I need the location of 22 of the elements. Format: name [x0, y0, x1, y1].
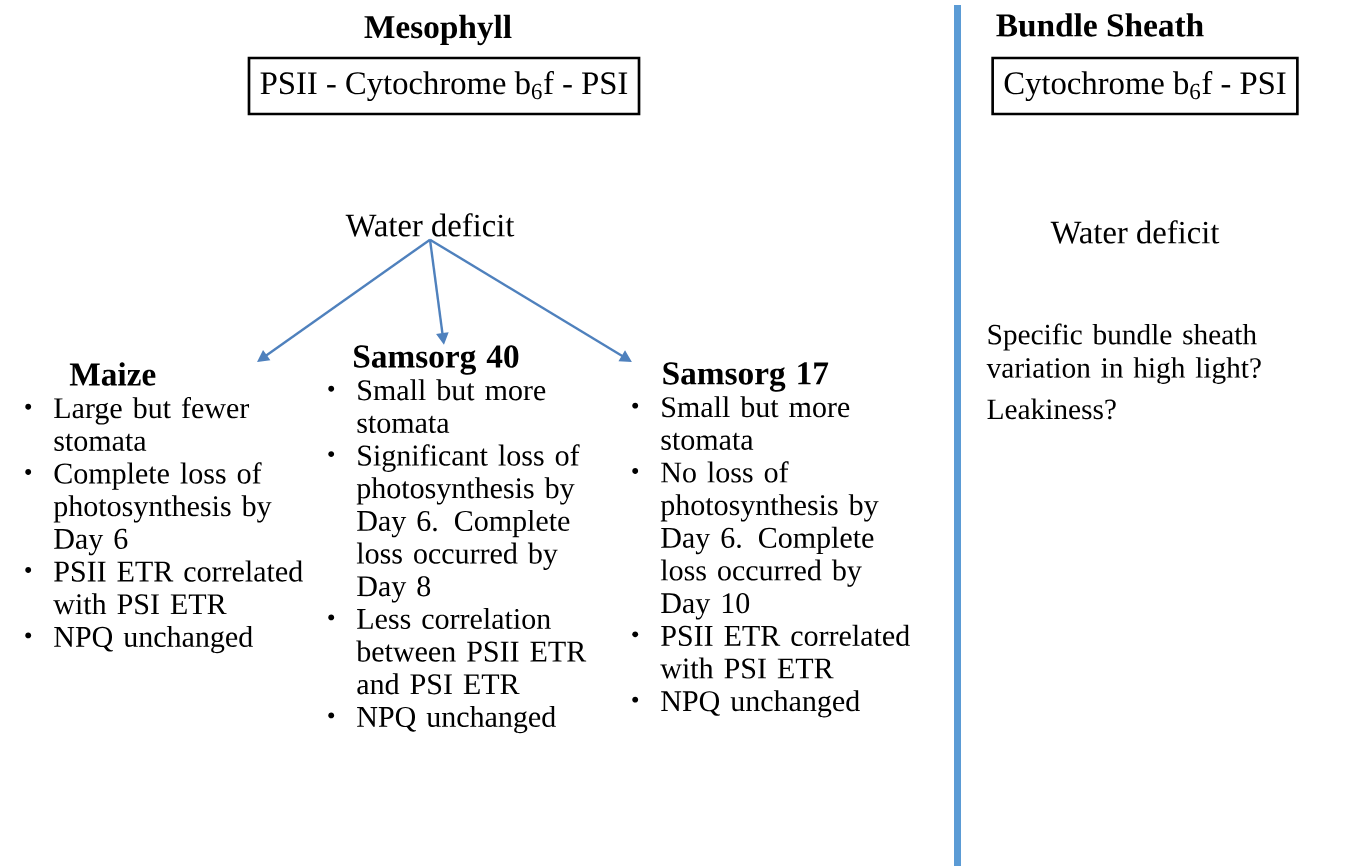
column-heading: Samsorg 17	[663, 362, 829, 392]
bullet-item: Small but more stomata	[328, 379, 546, 434]
bullet-item: PSII ETR correlated with PSI ETR	[25, 560, 303, 615]
column-heading: Maize	[69, 362, 156, 386]
bullet-item: NPQ unchanged	[632, 690, 860, 718]
bullet-item: Less correlation between PSII ETR and PSI ETR	[328, 607, 587, 695]
process-box: PSII - Cytochrome b$_{6}$f - PSI	[247, 56, 641, 116]
bullet-item: Large but fewer stomata	[25, 396, 249, 451]
bullet-item: Significant loss of photosynthesis by Day 6. Complete loss occurred by Day 8	[328, 444, 580, 603]
column-heading: Samsorg 40	[354, 345, 519, 375]
arrow	[257, 238, 431, 362]
process-box: Cytochrome b$_{6}$f - PSI	[991, 56, 1299, 116]
bullet-item: NPQ unchanged	[328, 705, 556, 734]
bullet-item: No loss of photosynthesis by Day 6. Complete loss occurred by Day 10	[632, 461, 879, 620]
bullet-item: Complete loss of photosynthesis by Day 6	[25, 462, 272, 556]
bullet-item: PSII ETR correlated with PSI ETR	[632, 624, 910, 679]
text-label: Water deficit	[1050, 220, 1220, 244]
node-text: Water deficit	[345, 213, 515, 237]
bullet-item: Small but more stomata	[632, 396, 850, 450]
note-text: Specific bundle sheath variation in high light?	[986, 323, 1261, 384]
bullet-item: NPQ unchanged	[25, 625, 253, 654]
note-text: Leakiness?	[987, 398, 1116, 420]
